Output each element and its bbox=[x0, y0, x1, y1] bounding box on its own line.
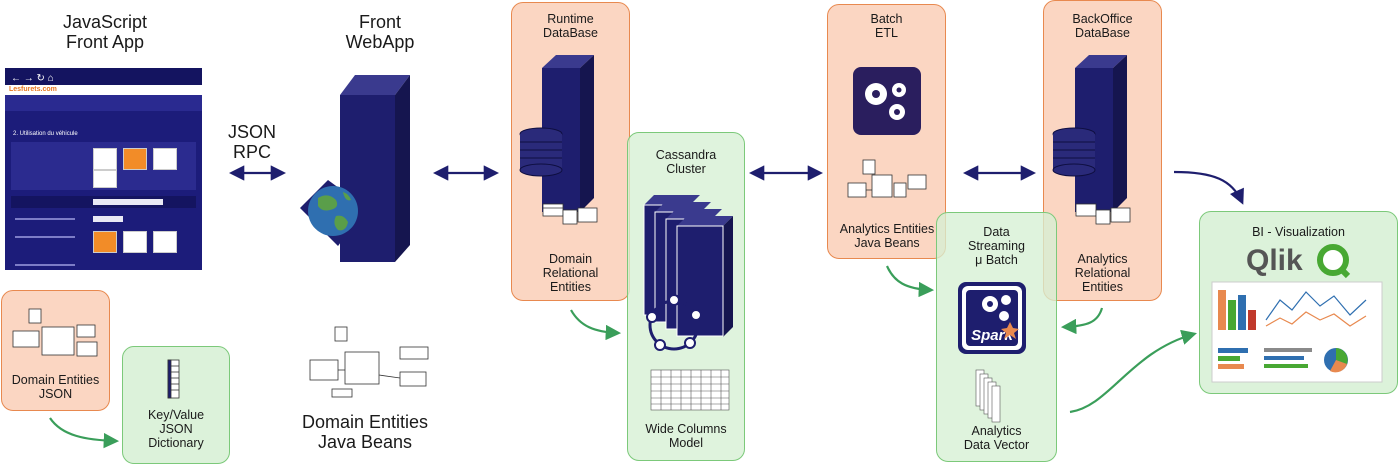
cassandra-servers-icon bbox=[643, 195, 733, 351]
runtime-db-server-icon bbox=[519, 55, 594, 212]
batch-etl-caption: Analytics Entities Java Beans bbox=[839, 222, 935, 250]
navy-arrows bbox=[228, 165, 1244, 205]
front-app-screenshot: ← → ↻ ⌂ Lesfurets.com 2. Utilisation du … bbox=[5, 68, 202, 270]
webapp-server-icon bbox=[340, 75, 410, 262]
streaming-bi-arrow bbox=[1069, 329, 1197, 414]
backoffice-db-server-icon bbox=[1052, 55, 1127, 212]
backoffice-bi-arrow bbox=[1173, 170, 1244, 205]
brand-logo: Lesfurets.com bbox=[9, 86, 57, 93]
green-arrows bbox=[49, 265, 1197, 449]
front-app-title: JavaScript Front App bbox=[62, 12, 148, 53]
streaming-title: Data Streaming μ Batch bbox=[968, 225, 1025, 267]
kv-dict-caption: Key/Value JSON Dictionary bbox=[147, 408, 205, 450]
backoffice-db-caption: Analytics Relational Entities bbox=[1074, 252, 1131, 294]
runtime-db-caption: Domain Relational Entities bbox=[542, 252, 599, 294]
qlik-logo-text: Qlik bbox=[1246, 244, 1303, 277]
etl-schema-icon bbox=[847, 159, 927, 198]
json-kv-arrow bbox=[49, 417, 120, 449]
streaming-caption: Analytics Data Vector bbox=[963, 424, 1030, 452]
screenshot-section-title: 2. Utilisation du véhicule bbox=[13, 131, 78, 137]
cassandra-caption: Wide Columns Model bbox=[645, 422, 727, 450]
etl-gears-icon bbox=[853, 67, 921, 135]
batch-etl-title: Batch ETL bbox=[870, 12, 903, 40]
backoffice-schema-icon bbox=[1075, 203, 1131, 225]
data-vector-icon bbox=[975, 369, 1001, 423]
browser-nav-icons: ← → ↻ ⌂ bbox=[11, 73, 54, 84]
spark-logo-text: Spark bbox=[971, 327, 1013, 344]
backoffice-streaming-arrow bbox=[1060, 307, 1104, 335]
backoffice-db-title: BackOffice DataBase bbox=[1072, 12, 1133, 40]
dashboard-thumbnail-icon bbox=[1211, 281, 1383, 383]
java-beans-schema-icon bbox=[309, 326, 429, 398]
bi-title: BI - Visualization bbox=[1252, 225, 1345, 239]
webapp-title: Front WebApp bbox=[345, 12, 415, 53]
globe-icon bbox=[300, 180, 366, 246]
cassandra-title: Cassandra Cluster bbox=[655, 148, 717, 176]
json-schema-icon bbox=[12, 308, 98, 357]
kv-column-icon bbox=[167, 359, 180, 399]
etl-streaming-arrow bbox=[885, 265, 935, 298]
wide-columns-table-icon bbox=[650, 369, 730, 411]
runtime-db-title: Runtime DataBase bbox=[543, 12, 598, 40]
runtime-cassandra-arrow bbox=[570, 309, 622, 341]
protocol-label: JSON RPC bbox=[227, 122, 276, 163]
spark-logo-icon: Spark bbox=[958, 282, 1026, 354]
domain-json-caption: Domain Entities JSON bbox=[11, 373, 100, 401]
domain-java-caption: Domain Entities Java Beans bbox=[301, 412, 429, 453]
runtime-schema-icon bbox=[542, 203, 598, 225]
qlik-logo-icon: Qlik bbox=[1246, 244, 1351, 279]
